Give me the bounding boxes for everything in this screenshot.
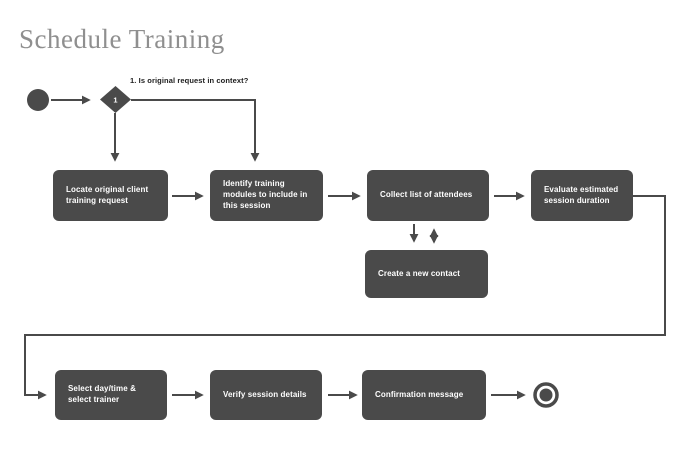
end-node-ring	[533, 382, 559, 408]
connector-decision-to-identify	[131, 99, 260, 162]
decision-branch-label: 1. Is original request in context?	[130, 76, 249, 85]
task-verify-session-details: Verify session details	[210, 370, 322, 420]
task-evaluate-session-duration: Evaluate estimated session duration	[531, 170, 633, 221]
task-label: Collect list of attendees	[380, 190, 473, 200]
task-create-new-contact: Create a new contact	[365, 250, 488, 298]
page-title: Schedule Training	[19, 24, 225, 54]
task-label: Identify training modules to include in …	[223, 179, 308, 210]
task-label: Confirmation message	[375, 389, 464, 399]
decision-number: 1	[113, 96, 117, 105]
task-identify-training-modules: Identify training modules to include in …	[210, 170, 323, 221]
task-locate-original-request: Locate original client training request	[53, 170, 168, 221]
task-label: Evaluate estimated session duration	[544, 184, 619, 205]
decision-node	[100, 86, 131, 113]
task-label: Create a new contact	[378, 268, 461, 278]
task-label: Locate original client training request	[66, 184, 149, 205]
task-collect-attendees: Collect list of attendees	[367, 170, 489, 221]
connector-evaluate-to-select	[24, 195, 666, 400]
task-select-daytime-trainer: Select day/time & select trainer	[55, 370, 167, 420]
task-label: Select day/time & select trainer	[68, 384, 136, 404]
start-node	[27, 89, 49, 111]
end-node-core	[539, 388, 553, 402]
task-confirmation-message: Confirmation message	[362, 370, 486, 420]
task-label: Verify session details	[223, 389, 307, 399]
